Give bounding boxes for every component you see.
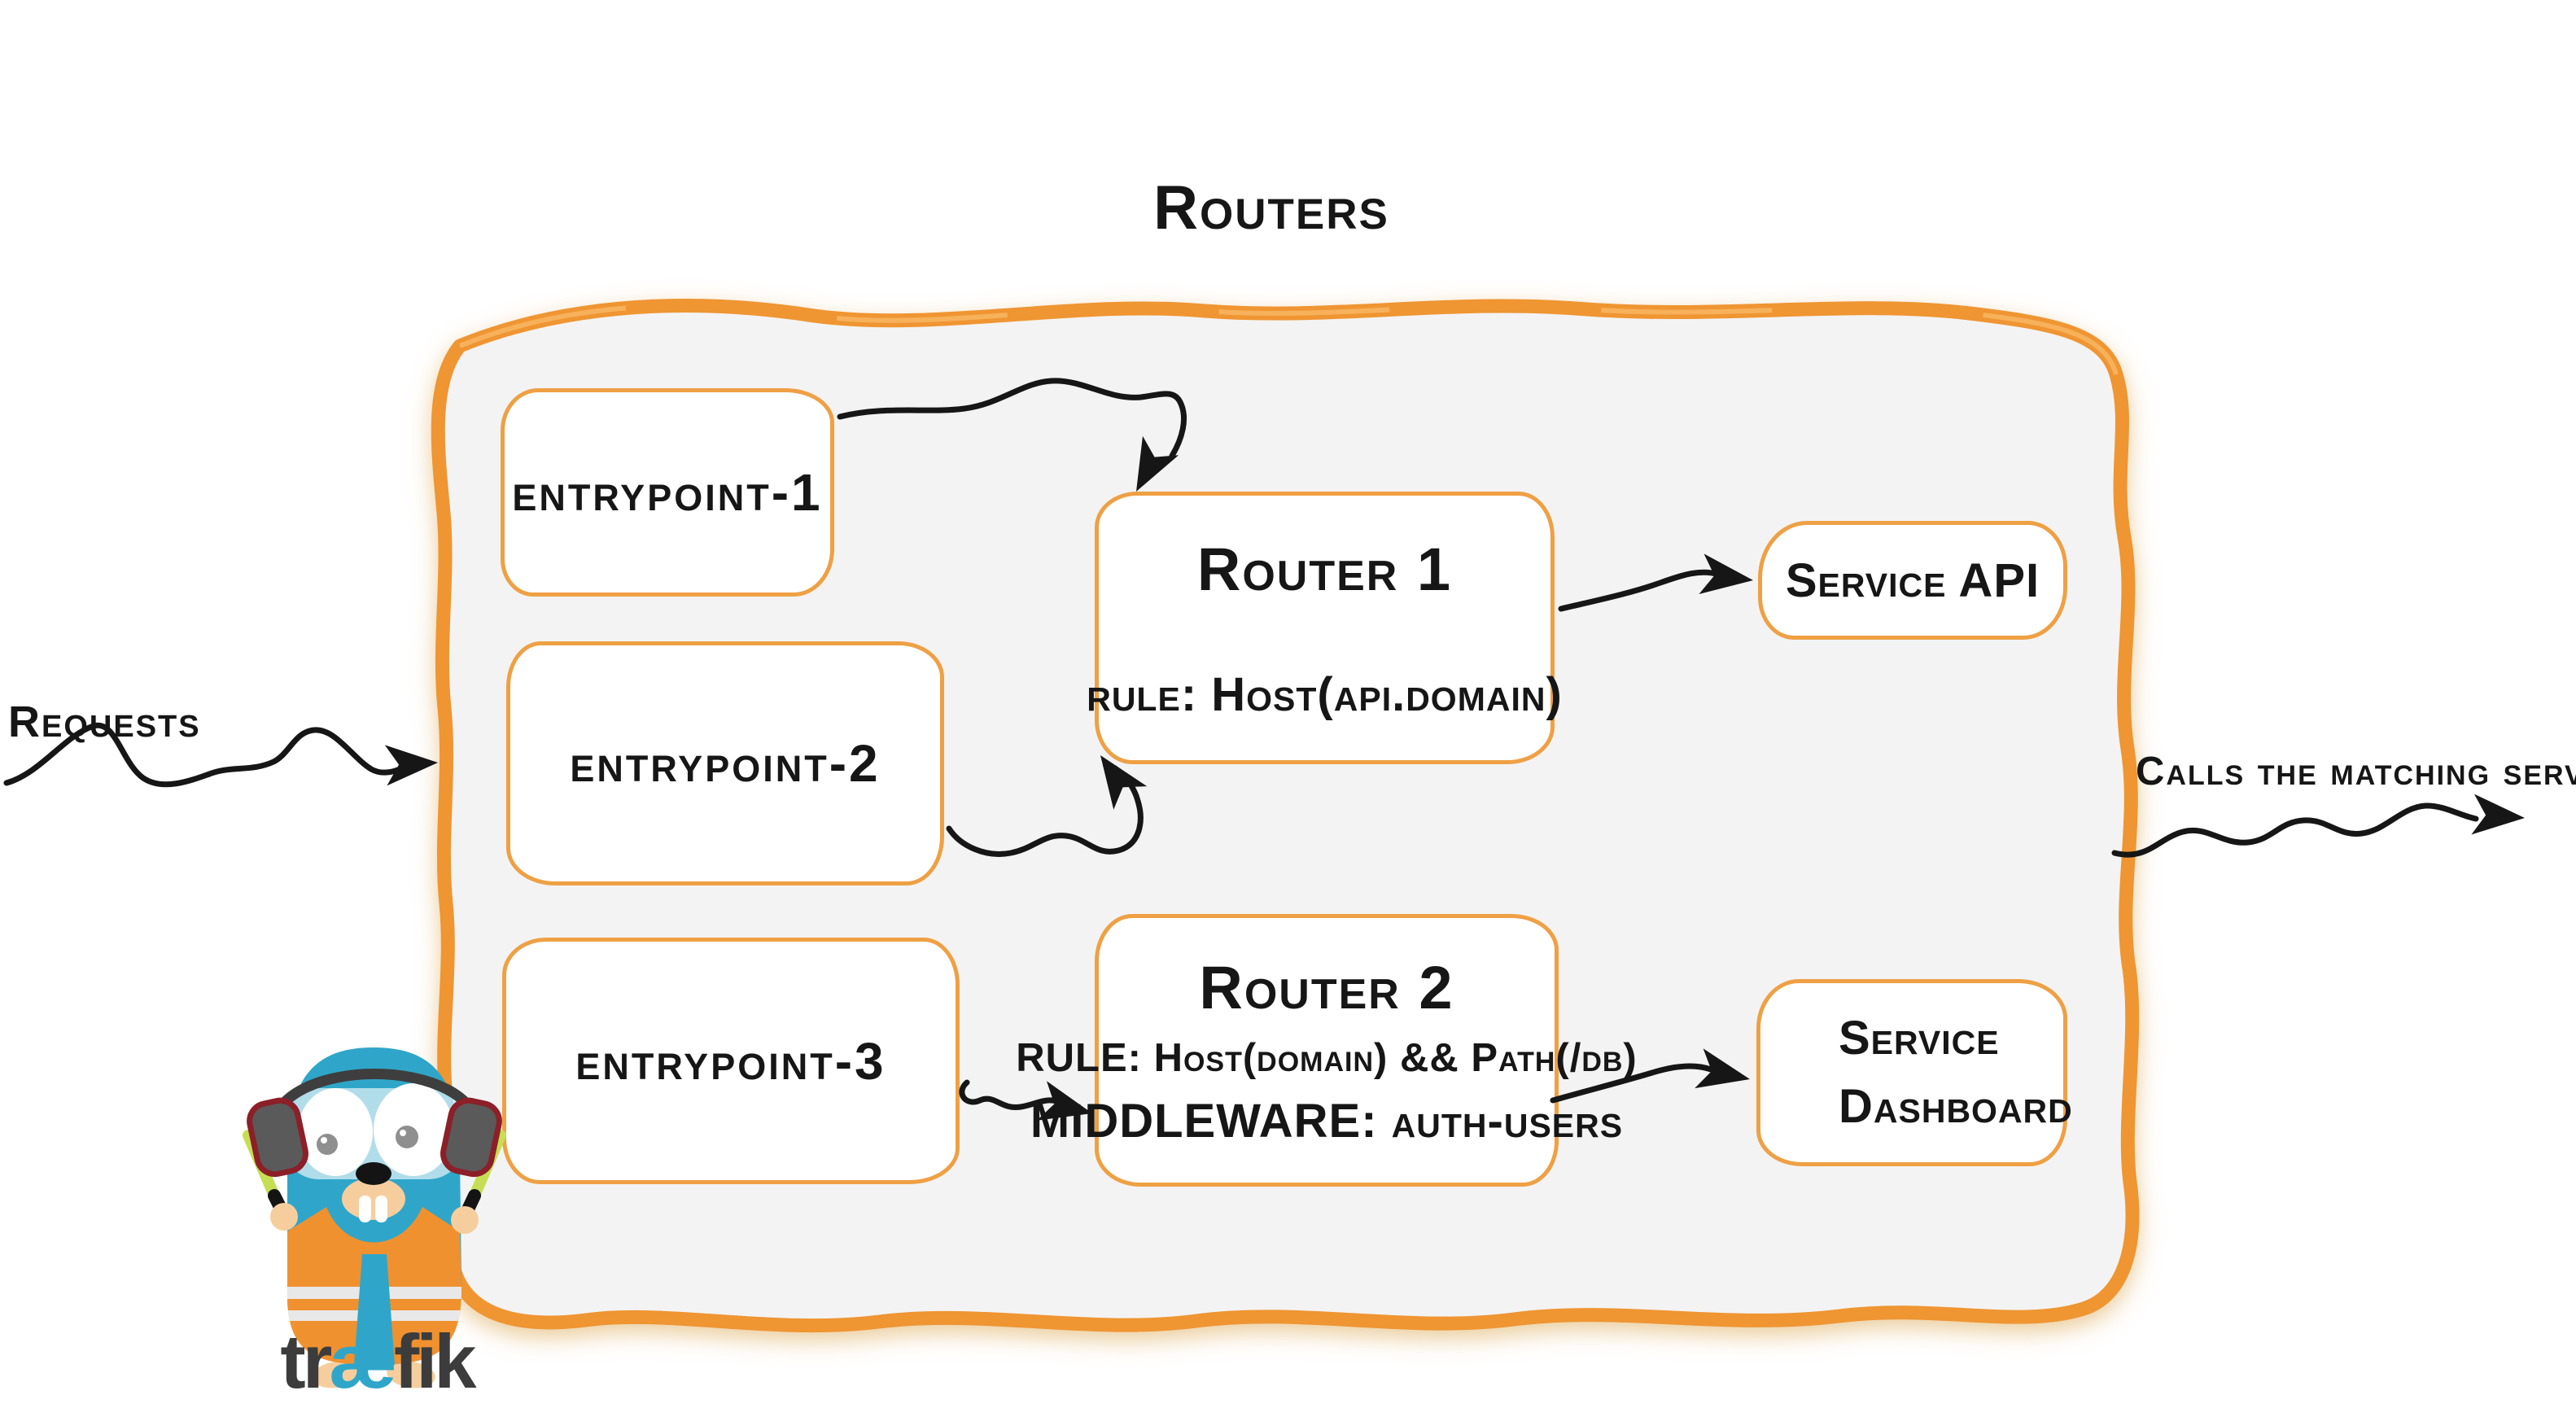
router-2-rule: RULE: Host(domain) && Path(/db) xyxy=(1016,1035,1638,1080)
calls-matching-server-arrow xyxy=(2111,802,2479,858)
router-2-middleware: MIDDLEWARE: auth-users xyxy=(1030,1094,1624,1148)
left-baton-handle xyxy=(268,1189,293,1227)
gopher-nose xyxy=(356,1162,391,1185)
gopher-right-hand xyxy=(451,1206,479,1234)
right-baton-icon xyxy=(469,1130,506,1201)
requests-arrowhead xyxy=(384,745,438,786)
gopher-left-hand xyxy=(270,1203,298,1231)
gopher-left-eye xyxy=(298,1088,373,1176)
requests-label: Requests xyxy=(8,697,201,746)
frame-brush-highlight xyxy=(458,303,2119,375)
right-baton-handle xyxy=(456,1189,481,1228)
service-api-label: Service API xyxy=(1785,553,2040,607)
entrypoint-1-box: entrypoint-1 xyxy=(501,388,834,597)
service-dashboard-label: Service Dashboard xyxy=(1839,1011,2073,1133)
vest-orange-stripe xyxy=(286,1299,461,1310)
entrypoint-3-label: entrypoint-3 xyxy=(575,1031,886,1091)
router1-to-service-api-arrow xyxy=(1558,569,1722,612)
wordmark-ae: æ xyxy=(329,1318,397,1404)
gopher-right-pupil xyxy=(396,1126,418,1148)
router-2-box: Router 2 RULE: Host(domain) && Path(/db)… xyxy=(1016,914,1637,1187)
calls-matching-server-label: Calls the matching server xyxy=(2136,750,2576,794)
router1-api-arrowhead xyxy=(1699,553,1753,595)
entrypoint2-to-router1-arrow xyxy=(946,765,1144,857)
router2-dashboard-arrowhead xyxy=(1695,1048,1750,1089)
router-1-rule: rule: Host(api.domain) xyxy=(1087,667,1563,721)
gopher-body xyxy=(286,1047,461,1365)
gopher-right-eye xyxy=(374,1083,453,1176)
gopher-goggles xyxy=(282,1088,465,1179)
gopher-right-tooth xyxy=(375,1196,387,1222)
wordmark-tr: tr xyxy=(280,1318,332,1404)
router-2-title: Router 2 xyxy=(1199,953,1454,1021)
router-1-box: Router 1 rule: Host(api.domain) xyxy=(1087,492,1562,764)
entrypoint1-to-router1-arrow xyxy=(837,378,1187,459)
left-baton-icon xyxy=(243,1130,280,1201)
gopher-left-tooth xyxy=(359,1196,371,1222)
wordmark-fik: fik xyxy=(393,1318,477,1404)
right-ear-cup-icon xyxy=(440,1097,502,1178)
gopher-left-pupil xyxy=(317,1134,338,1155)
traefik-wordmark: træfik xyxy=(234,1323,519,1400)
left-pupil-highlight xyxy=(321,1137,327,1143)
calls-arrowhead xyxy=(2471,794,2525,835)
left-ear-cup-icon xyxy=(247,1097,308,1178)
router-1-title: Router 1 xyxy=(1196,535,1453,603)
page-title: Routers xyxy=(1153,173,1389,243)
entrypoint-1-label: entrypoint-1 xyxy=(512,463,823,522)
entrypoint-2-label: entrypoint-2 xyxy=(570,734,881,793)
right-pupil-highlight xyxy=(400,1130,406,1136)
entrypoint-2-box: entrypoint-2 xyxy=(506,641,944,885)
entrypoint-3-box: entrypoint-3 xyxy=(502,938,960,1184)
vest-reflective-stripe xyxy=(286,1287,461,1321)
gopher-muzzle xyxy=(342,1178,405,1220)
service-dashboard-box: Service Dashboard xyxy=(1756,979,2072,1166)
headphones-band-icon xyxy=(265,1069,485,1139)
service-api-box: Service API xyxy=(1758,521,2067,640)
